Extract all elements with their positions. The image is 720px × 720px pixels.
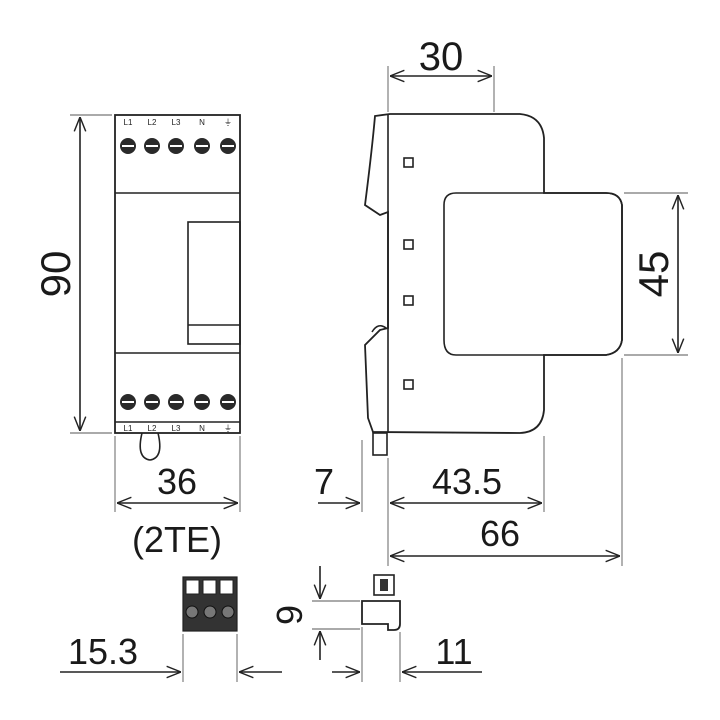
din-release-clip xyxy=(139,432,161,461)
connector-width-label: 15.3 xyxy=(68,631,138,672)
rail-offset-dimension-label: 7 xyxy=(314,461,334,502)
top-terminal-label-pe: ⏚ xyxy=(224,118,232,127)
top-terminal-label-l1: L1 xyxy=(124,118,133,127)
vent-slot xyxy=(403,239,414,250)
top-terminal-label-l2: L2 xyxy=(148,118,157,127)
top-dimension-label: 30 xyxy=(419,35,464,79)
side-upper-latch xyxy=(371,324,387,333)
cap-height-dimension-label: 45 xyxy=(630,251,677,298)
top-terminal-label-n: N xyxy=(199,118,205,127)
side-view: 30 45 7 43.5 66 xyxy=(314,35,688,566)
screw-icon xyxy=(203,605,217,619)
vent-slot xyxy=(403,295,414,306)
bottom-terminal-label-n: N xyxy=(199,424,205,433)
connector-side-view: 9 11 xyxy=(269,566,482,682)
bottom-terminal-label-l3: L3 xyxy=(172,424,181,433)
width-dimension-label: 36 xyxy=(157,461,197,502)
height-dimension-label: 90 xyxy=(32,251,79,298)
side-front-cap xyxy=(443,192,623,356)
vent-slot xyxy=(403,157,414,168)
connector-side-top xyxy=(373,574,395,596)
bottom-screws xyxy=(120,394,236,410)
front-view: L1 L2 L3 N ⏚ L1 L2 L3 N ⏚ xyxy=(32,114,241,560)
total-depth-dimension-label: 66 xyxy=(480,513,520,554)
depth-dimension-label: 43.5 xyxy=(432,461,502,502)
connector-front-view: 15.3 xyxy=(60,576,282,682)
top-screws xyxy=(120,138,236,154)
top-terminal-label-l3: L3 xyxy=(172,118,181,127)
front-housing xyxy=(114,114,241,434)
connector-side-body xyxy=(361,600,401,631)
connector-height-label: 9 xyxy=(269,605,310,625)
bottom-terminal-label-l1: L1 xyxy=(124,424,133,433)
vent-slot xyxy=(403,379,414,390)
bottom-terminal-label-pe: ⏚ xyxy=(224,424,232,433)
bottom-terminal-label-l2: L2 xyxy=(148,424,157,433)
screw-icon xyxy=(221,605,235,619)
screw-icon xyxy=(185,605,199,619)
connector-side-width-label: 11 xyxy=(435,631,472,672)
front-window xyxy=(187,221,241,345)
side-rail-foot xyxy=(372,432,388,456)
module-width-note: (2TE) xyxy=(132,519,222,560)
